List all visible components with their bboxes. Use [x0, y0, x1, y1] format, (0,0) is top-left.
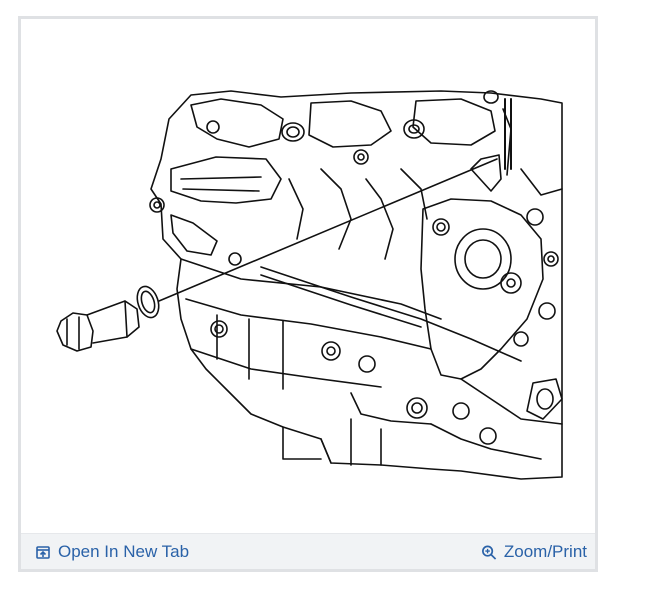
open-in-new-tab-label: Open In New Tab — [58, 541, 190, 561]
open-in-new-tab-icon — [35, 544, 51, 560]
open-in-new-tab-link[interactable]: Open In New Tab — [35, 542, 189, 562]
zoom-print-link[interactable]: Zoom/Print — [481, 542, 587, 562]
engine-diagram-image[interactable] — [21, 19, 595, 536]
magnifier-icon — [481, 544, 497, 560]
engine-block-drawing — [56, 90, 563, 480]
zoom-print-label: Zoom/Print — [503, 541, 587, 561]
image-footer-bar: Open In New Tab Zoom/Print — [21, 533, 595, 569]
diagram-card: Open In New Tab Zoom/Print — [18, 16, 598, 572]
